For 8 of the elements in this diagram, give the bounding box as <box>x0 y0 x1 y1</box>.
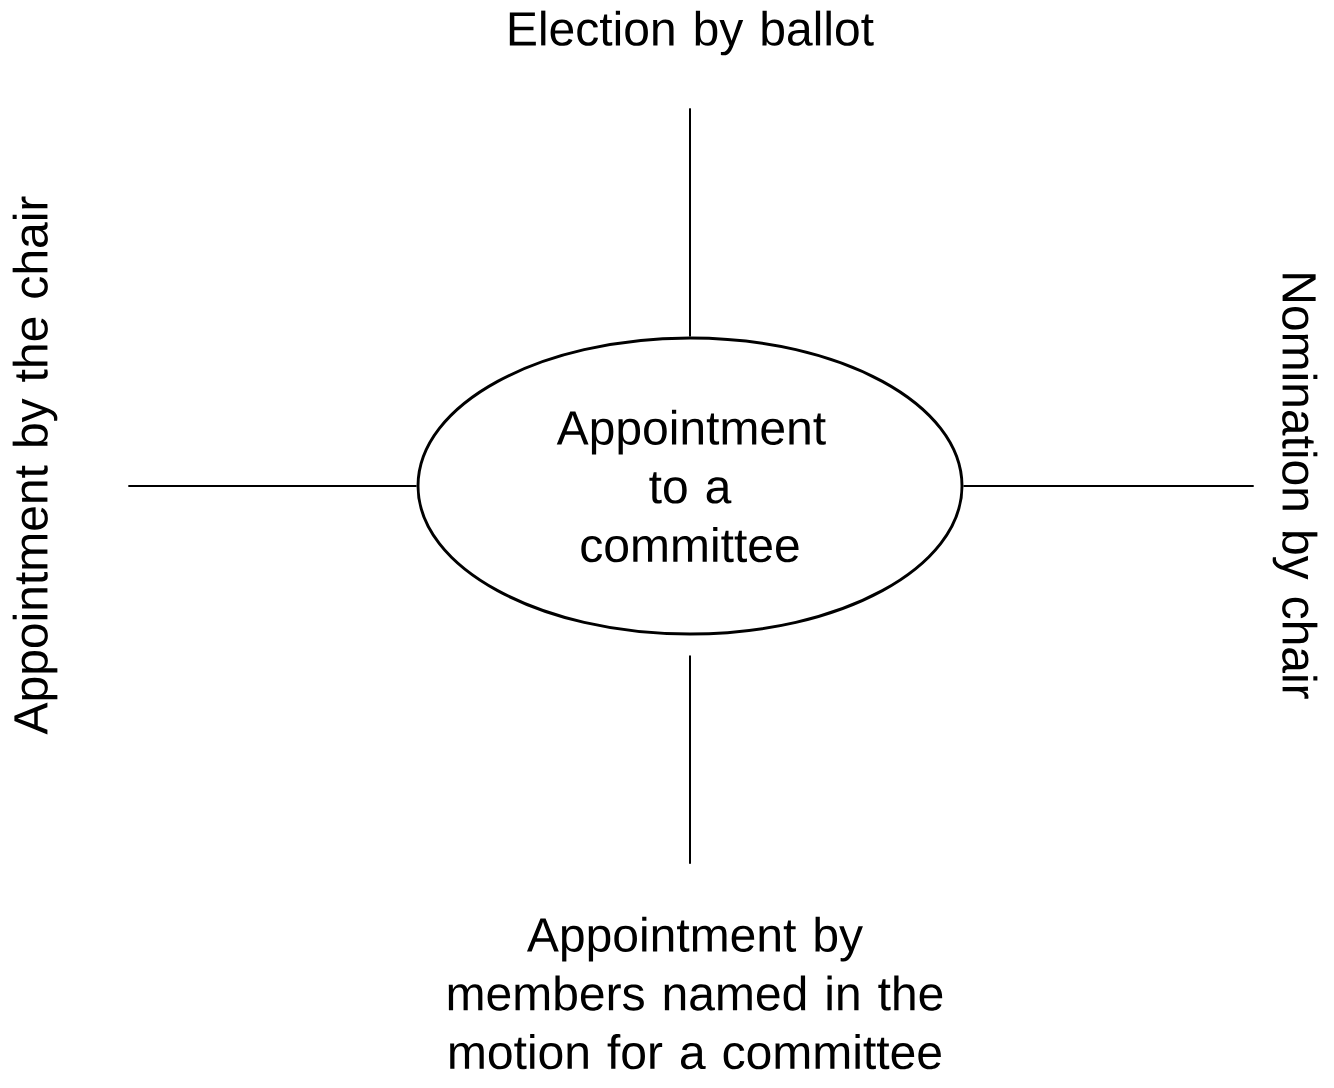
connector-line <box>127 485 418 487</box>
connector-line <box>962 485 1255 487</box>
label-text: Appointment by the chair <box>12 196 58 735</box>
connector-line <box>689 654 691 865</box>
label-text: Appointment by members named in the motion for a committee <box>448 916 943 1070</box>
label-text: Election by ballot <box>509 10 874 56</box>
connector-line <box>689 107 691 338</box>
label-text: Nomination by chair <box>1272 274 1318 699</box>
